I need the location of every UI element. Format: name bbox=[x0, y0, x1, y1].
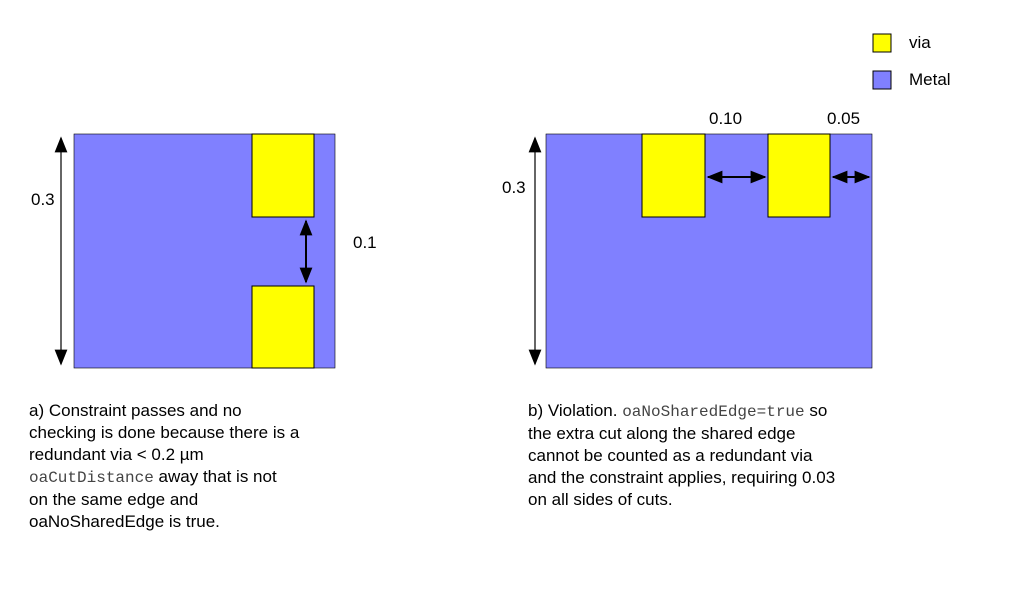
panel-a-caption: a) Constraint passes and no checking is … bbox=[29, 400, 369, 533]
caption-a-line: checking is done because there is a bbox=[29, 423, 300, 442]
panel-a-spacing-label: 0.1 bbox=[353, 233, 377, 252]
panel-b: 0.3 0.10 0.05 bbox=[502, 109, 873, 369]
caption-b-line: on all sides of cuts. bbox=[528, 490, 673, 509]
caption-a-text: away that is not bbox=[153, 467, 277, 486]
micrometer-unit: µm bbox=[179, 445, 204, 464]
legend-metal-label: Metal bbox=[909, 70, 951, 89]
panel-a: 0.3 0.1 bbox=[31, 133, 377, 369]
caption-a-line: on the same edge and bbox=[29, 490, 199, 509]
caption-b-text: so bbox=[804, 401, 828, 420]
legend-metal-swatch bbox=[872, 70, 892, 90]
legend-via-swatch bbox=[872, 33, 892, 53]
panel-a-height-label: 0.3 bbox=[31, 190, 55, 209]
panel-b-height-label: 0.3 bbox=[502, 178, 526, 197]
caption-b-line: b) Violation. oaNoSharedEdge=true so bbox=[528, 400, 928, 423]
panel-a-via-bottom bbox=[251, 285, 315, 369]
caption-a-line: a) Constraint passes and no bbox=[29, 401, 242, 420]
panel-b-caption: b) Violation. oaNoSharedEdge=true so the… bbox=[528, 400, 928, 511]
caption-a-text: redundant via < 0.2 bbox=[29, 445, 180, 464]
caption-a-line: redundant via < 0.2 µm bbox=[29, 444, 369, 466]
panel-a-via-top bbox=[251, 133, 315, 218]
panel-b-spacing-label: 0.10 bbox=[709, 109, 742, 128]
code-oanosharededge: oaNoSharedEdge=true bbox=[622, 403, 805, 421]
caption-b-line: cannot be counted as a redundant via bbox=[528, 446, 813, 465]
code-oacutdistance: oaCutDistance bbox=[29, 469, 154, 487]
caption-a-line: oaCutDistance away that is not bbox=[29, 466, 369, 489]
panel-b-edge-label: 0.05 bbox=[827, 109, 860, 128]
caption-b-line: and the constraint applies, requiring 0.… bbox=[528, 468, 836, 487]
legend-via-label: via bbox=[909, 33, 931, 52]
panel-b-via-right bbox=[767, 133, 831, 218]
caption-b-line: the extra cut along the shared edge bbox=[528, 424, 796, 443]
caption-a-line: oaNoSharedEdge is true. bbox=[29, 512, 220, 531]
legend: via Metal bbox=[872, 33, 951, 90]
caption-b-text: b) Violation. bbox=[528, 401, 623, 420]
panel-b-via-left bbox=[641, 133, 706, 218]
